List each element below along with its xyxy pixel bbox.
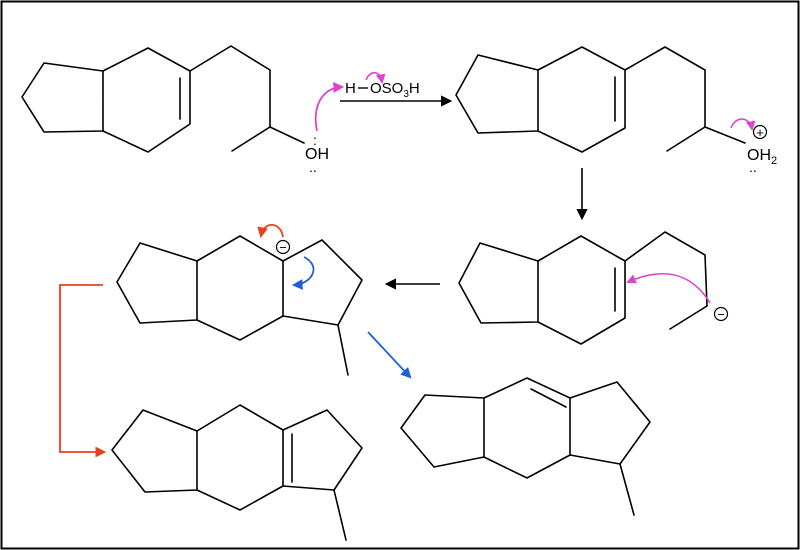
hydroxyl-label: OH	[305, 146, 329, 163]
lone-pair-top: :	[313, 132, 317, 148]
electron-push-arrow-4	[626, 272, 711, 304]
hydride-shift-arrow	[257, 223, 284, 239]
positive-charge-circle	[752, 124, 768, 140]
red-pathway-arrow	[59, 284, 107, 458]
molecule-starting-alcohol: OH : ..	[21, 45, 345, 175]
tricyclic-charge-circle	[275, 239, 291, 255]
svg-text:OSO3H: OSO3H	[370, 80, 420, 100]
molecule-product-blue-path	[400, 377, 651, 516]
lone-pair-bottom: ..	[309, 159, 317, 175]
tricyclic-charge: −	[279, 240, 287, 255]
molecule-product-red-path	[111, 404, 363, 541]
electron-push-arrow-2	[365, 71, 386, 84]
oxonium-label: OH	[747, 147, 771, 164]
reagent-h-tail: H	[409, 80, 420, 97]
electron-push-arrow-1	[314, 82, 345, 132]
reagent-h: H	[345, 80, 356, 97]
reagent-oso: OSO	[370, 80, 403, 97]
molecule-cyclization-intermediate: −	[458, 231, 729, 345]
electron-push-arrow-3	[730, 118, 756, 131]
reagent-sulfuric-acid: H OSO3H	[345, 71, 420, 100]
blue-pathway-arrow	[367, 331, 412, 379]
carbanion-charge-circle	[713, 306, 729, 322]
svg-text:OH2: OH2	[747, 147, 777, 167]
reagent-subscript: 3	[403, 89, 409, 100]
lone-pair-oxonium: ..	[749, 159, 757, 175]
molecule-tricyclic-intermediate: −	[116, 223, 363, 376]
positive-charge: +	[756, 125, 764, 140]
molecule-protonated-alcohol: OH2 + ..	[455, 46, 777, 175]
oxonium-subscript: 2	[771, 155, 777, 167]
alkyl-shift-arrow	[291, 256, 315, 290]
carbanion-charge: −	[717, 307, 725, 322]
